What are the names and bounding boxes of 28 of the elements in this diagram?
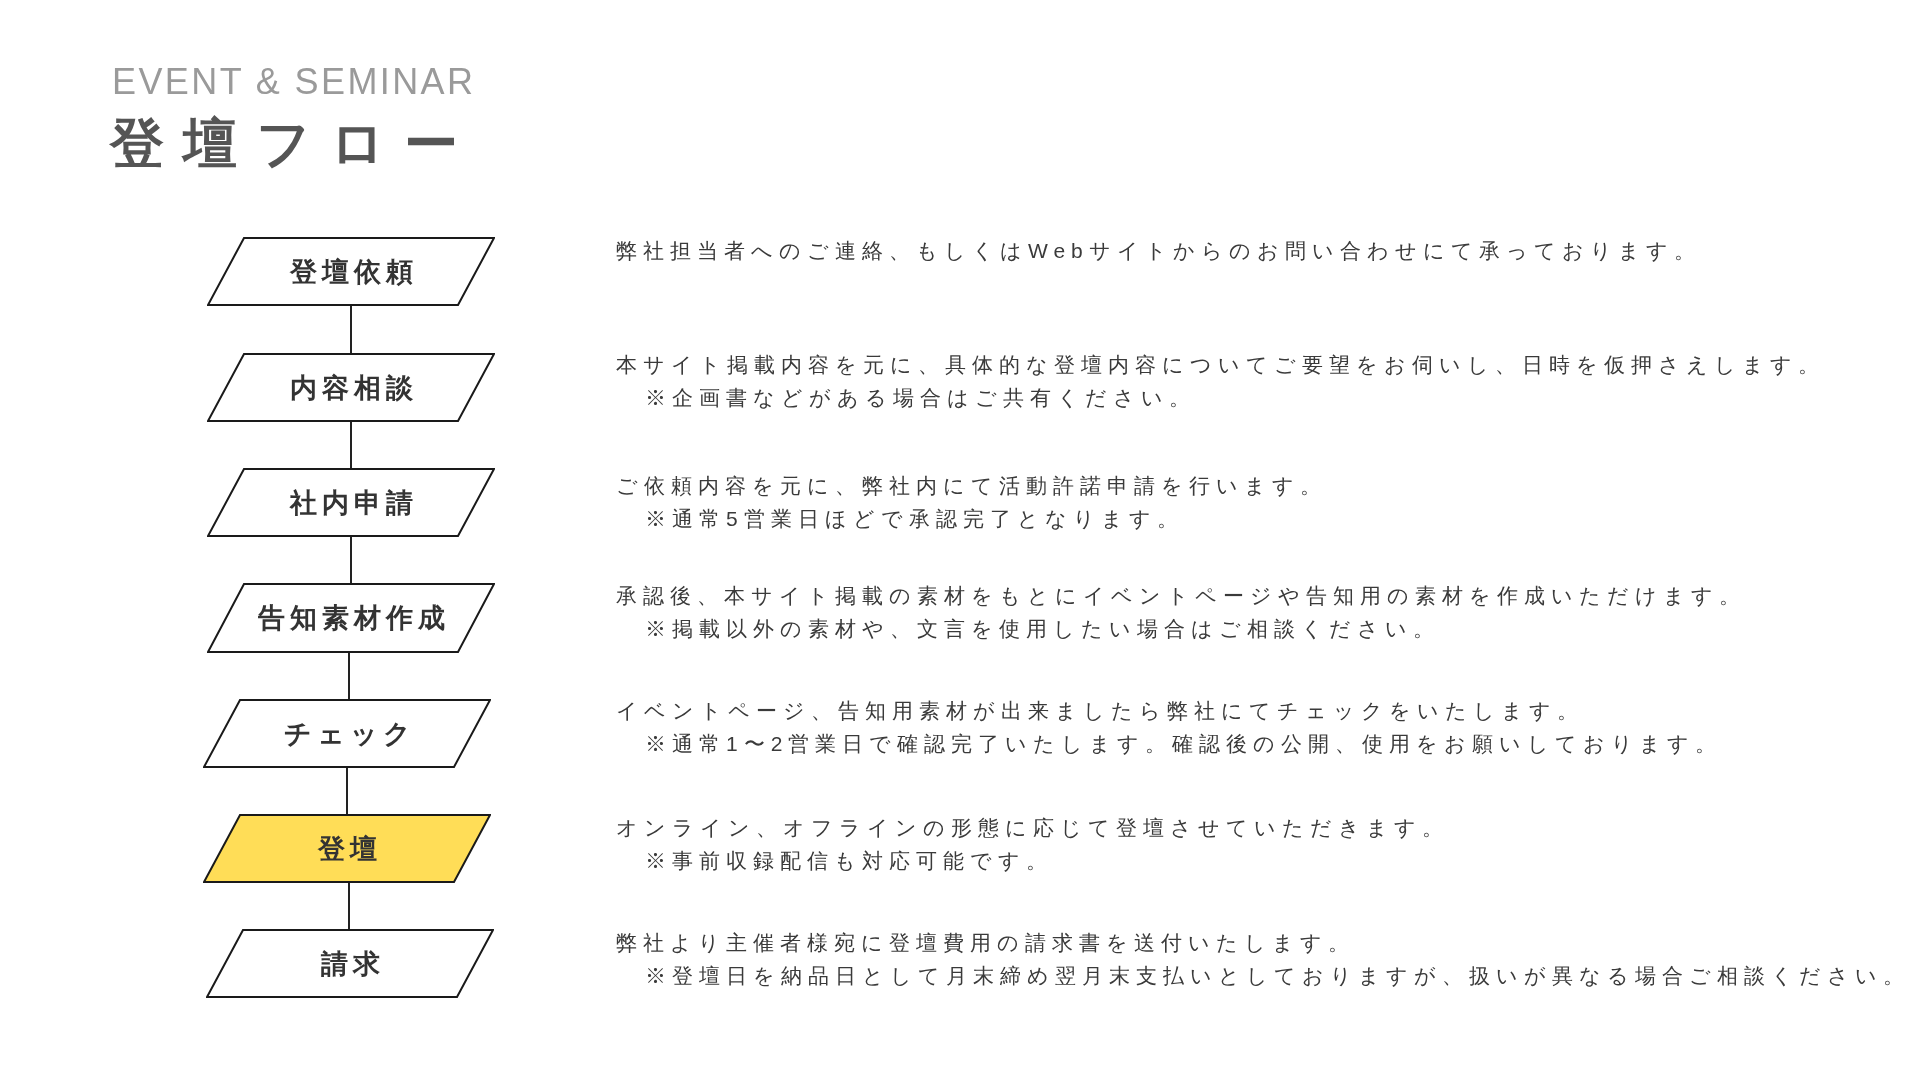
connector-line [346,767,348,815]
process-parallelogram: 内容相談 [207,353,495,422]
process-parallelogram: チェック [203,699,491,768]
subtitle-text: EVENT & SEMINAR [112,64,476,100]
note-text: ※通常1〜2営業日で確認完了いたします。確認後の公開、使用をお願いしております。 [645,731,1723,757]
process-parallelogram: 登壇依頼 [207,237,495,306]
connector-line [348,882,350,930]
note-text: ※事前収録配信も対応可能です。 [645,848,1053,874]
description-text: 弊社担当者へのご連絡、もしくはWebサイトからのお問い合わせにて承っております。 [616,238,1701,264]
page-title: 登壇フロー [110,113,477,173]
connector-line [348,652,350,700]
note-text: ※通常5営業日ほどで承認完了となります。 [645,506,1184,532]
process-parallelogram: 告知素材作成 [207,583,495,653]
process-parallelogram: 請求 [206,929,494,998]
process-parallelogram: 社内申請 [207,468,495,537]
note-text: ※登壇日を納品日として月末締め翌月末支払いとしておりますが、扱いが異なる場合ご相談ください。 [645,963,1910,989]
description-text: 本サイト掲載内容を元に、具体的な登壇内容についてご要望をお伺いし、日時を仮押さえします。 [616,352,1825,378]
note-text: ※掲載以外の素材や、文言を使用したい場合はご相談ください。 [645,616,1440,642]
connector-line [350,421,352,469]
description-text: オンライン、オフラインの形態に応じて登壇させていただきます。 [616,815,1449,841]
connector-line [350,305,352,354]
note-text: ※企画書などがある場合はご共有ください。 [645,385,1196,411]
description-text: イベントページ、告知用素材が出来ましたら弊社にてチェックをいたします。 [616,698,1584,724]
process-parallelogram: 登壇 [203,814,491,883]
description-text: 弊社より主催者様宛に登壇費用の請求書を送付いたします。 [616,930,1355,956]
connector-line [350,536,352,584]
description-text: 承認後、本サイト掲載の素材をもとにイベントページや告知用の素材を作成いただけます。 [616,583,1746,609]
description-text: ご依頼内容を元に、弊社内にて活動許諾申請を行います。 [616,473,1327,499]
